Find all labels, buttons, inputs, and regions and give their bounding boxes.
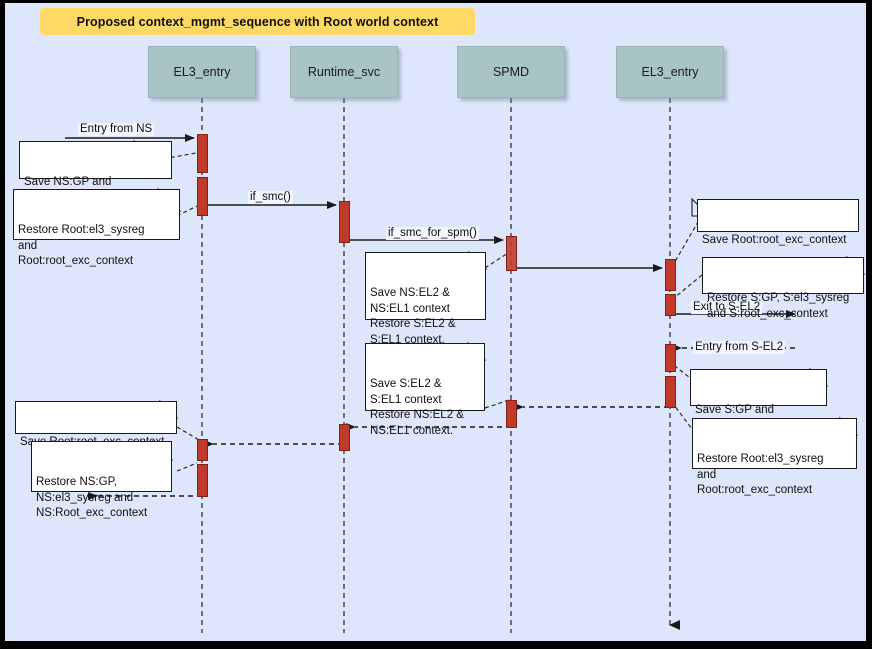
activation-spmd-2 bbox=[506, 400, 517, 428]
diagram-canvas: Proposed context_mgmt_sequence with Root… bbox=[5, 3, 866, 641]
note-fold-icon bbox=[154, 442, 171, 459]
message-label-if-smc: if_smc() bbox=[248, 191, 293, 204]
activation-runtime-svc-2 bbox=[339, 424, 350, 451]
note-fold-icon bbox=[841, 200, 858, 217]
note-fold-icon bbox=[846, 258, 863, 275]
note-fold-icon bbox=[839, 419, 856, 436]
participant-runtime-svc[interactable]: Runtime_svc bbox=[290, 46, 398, 98]
participant-el3-entry-left[interactable]: EL3_entry bbox=[148, 46, 256, 98]
note-save-root-exc-context-right: Save Root:root_exc_context bbox=[697, 199, 859, 246]
note-fold-icon bbox=[159, 402, 176, 419]
note-text: Restore Root:el3_sysreg and Root:root_ex… bbox=[697, 453, 824, 496]
note-fold-icon bbox=[154, 142, 171, 159]
participant-label: SPMD bbox=[492, 65, 530, 79]
note-text: Restore S:GP, S:el3_sysreg and S:root_ex… bbox=[707, 292, 850, 320]
diagram-title: Proposed context_mgmt_sequence with Root… bbox=[76, 14, 439, 29]
message-label-entry-from-ns: Entry from NS bbox=[78, 123, 155, 136]
activation-el3-left-4 bbox=[197, 464, 208, 497]
note-text: Save S:EL2 & S:EL1 context Restore NS:EL… bbox=[370, 378, 464, 437]
participant-label: EL3_entry bbox=[173, 65, 231, 79]
message-arrow-group bbox=[65, 134, 796, 318]
note-restore-s-gp: Restore S:GP, S:el3_sysreg and S:root_ex… bbox=[702, 257, 864, 320]
message-label-exit-to-s-el2: Exit to S-EL2 bbox=[691, 301, 763, 314]
note-text: Save NS:EL2 & NS:EL1 context Restore S:E… bbox=[370, 287, 456, 346]
note-leader-n10 bbox=[176, 462, 198, 472]
participant-label: EL3_entry bbox=[641, 65, 699, 79]
message-label-if-smc-for-spm: if_smc_for_spm() bbox=[386, 227, 479, 240]
activation-el3-right-1 bbox=[665, 259, 676, 291]
activation-el3-left-3 bbox=[197, 439, 208, 461]
note-leader-n3 bbox=[484, 252, 509, 269]
diagram-title-banner: Proposed context_mgmt_sequence with Root… bbox=[40, 8, 475, 35]
activation-el3-right-3 bbox=[665, 344, 676, 372]
message-label-entry-from-s-el2: Entry from S-EL2 bbox=[693, 341, 786, 354]
activation-el3-right-2 bbox=[665, 294, 676, 316]
participant-label: Runtime_svc bbox=[307, 65, 381, 79]
note-text: Save Root:root_exc_context bbox=[702, 234, 847, 246]
activation-el3-left-2 bbox=[197, 177, 208, 216]
participant-el3-entry-right[interactable]: EL3_entry bbox=[616, 46, 724, 98]
note-fold-icon bbox=[162, 190, 179, 207]
note-text: Restore NS:GP, NS:el3_sysreg and NS:Root… bbox=[36, 476, 148, 519]
note-fold-icon bbox=[468, 253, 485, 270]
participant-spmd[interactable]: SPMD bbox=[457, 46, 565, 98]
note-save-ns-gp: Save NS:GP and NS:Root_exc_context bbox=[19, 141, 172, 204]
note-save-ns-el2-restore-s-el2: Save NS:EL2 & NS:EL1 context Restore S:E… bbox=[365, 252, 486, 346]
note-save-root-exc-context-left: Save Root:root_exc_context bbox=[15, 401, 177, 448]
note-save-s-el2-restore-ns-el2: Save S:EL2 & S:EL1 context Restore NS:EL… bbox=[365, 343, 485, 437]
activation-spmd-1 bbox=[506, 236, 517, 271]
note-leader-n9 bbox=[176, 426, 200, 441]
activation-runtime-svc-1 bbox=[339, 201, 350, 243]
note-text: Restore Root:el3_sysreg and Root:root_ex… bbox=[18, 224, 145, 267]
note-fold-icon bbox=[809, 370, 826, 387]
note-restore-root-el3-sysreg-right: Restore Root:el3_sysreg and Root:root_ex… bbox=[692, 418, 857, 496]
note-save-s-gp: Save S:GP and S:root_exc_context bbox=[690, 369, 827, 432]
note-leader-n8 bbox=[484, 399, 510, 409]
activation-el3-left-1 bbox=[197, 134, 208, 173]
note-restore-root-el3-sysreg: Restore Root:el3_sysreg and Root:root_ex… bbox=[13, 189, 180, 267]
note-fold-icon bbox=[467, 344, 484, 361]
activation-el3-right-4 bbox=[665, 376, 676, 408]
note-restore-ns-gp: Restore NS:GP, NS:el3_sysreg and NS:Root… bbox=[31, 441, 172, 519]
note-leader-n2 bbox=[176, 205, 198, 217]
